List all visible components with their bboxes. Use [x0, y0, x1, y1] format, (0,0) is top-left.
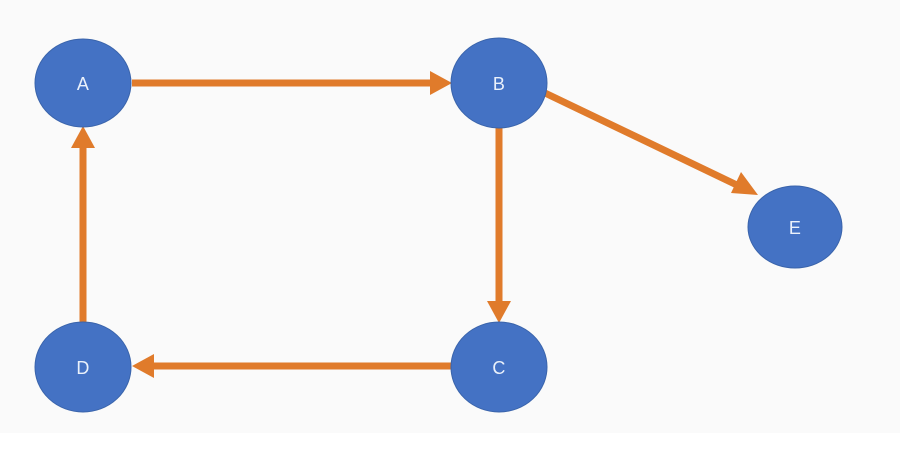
node-b-shape	[450, 37, 548, 129]
node-a[interactable]: A	[34, 38, 132, 128]
edge-c-to-d-arrowhead	[132, 354, 154, 378]
edge-b-to-e[interactable]	[543, 89, 758, 195]
node-d[interactable]: D	[34, 321, 132, 413]
edge-layer	[71, 71, 758, 378]
node-b[interactable]: B	[450, 37, 548, 129]
edge-c-to-d[interactable]	[132, 354, 451, 378]
edge-a-to-b-arrowhead	[430, 71, 452, 95]
node-d-shape	[34, 321, 132, 413]
node-a-shape	[34, 38, 132, 128]
edge-b-to-e-line	[543, 89, 743, 191]
edge-b-to-c[interactable]	[487, 128, 511, 323]
node-layer: A B C D E	[34, 37, 843, 413]
node-e[interactable]: E	[747, 185, 843, 269]
edge-d-to-a-arrowhead	[71, 126, 95, 148]
edge-a-to-b[interactable]	[132, 71, 452, 95]
node-c-shape	[450, 321, 548, 413]
node-a-label: A	[77, 74, 89, 94]
node-e-shape	[747, 185, 843, 269]
edge-b-to-e-arrowhead	[731, 172, 758, 195]
edge-d-to-a[interactable]	[71, 126, 95, 322]
edge-b-to-c-arrowhead	[487, 301, 511, 323]
node-d-label: D	[76, 358, 89, 378]
node-c[interactable]: C	[450, 321, 548, 413]
footer-band	[0, 433, 900, 453]
node-b-label: B	[493, 74, 505, 94]
node-e-label: E	[789, 218, 801, 238]
node-c-label: C	[492, 358, 505, 378]
